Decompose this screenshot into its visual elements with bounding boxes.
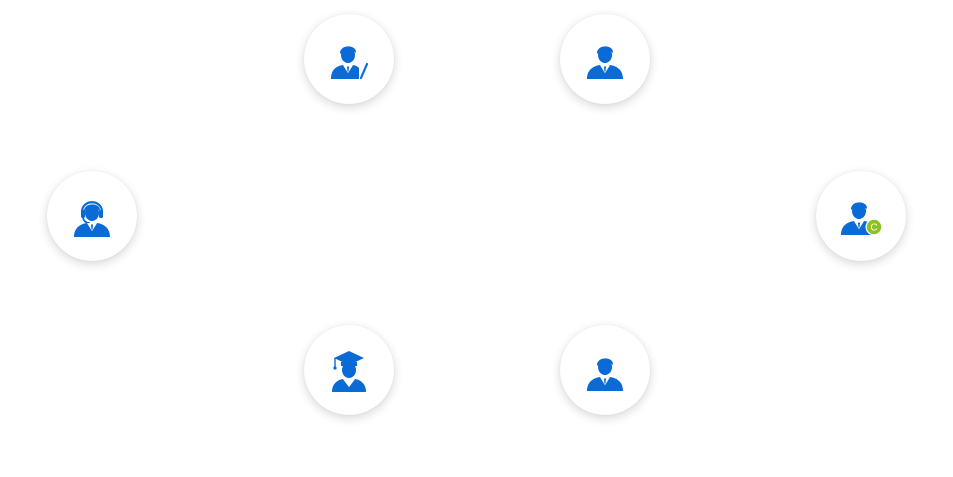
- teacher-node[interactable]: [304, 14, 394, 104]
- teacher-icon: [331, 46, 369, 80]
- certified-node[interactable]: C: [816, 171, 906, 261]
- customer-support-icon: [74, 201, 110, 237]
- graduate-icon: [332, 351, 366, 392]
- support-node[interactable]: [47, 171, 137, 261]
- employee-node[interactable]: [560, 325, 650, 415]
- employee-icon: [587, 358, 623, 391]
- certified-badge: C: [865, 218, 883, 236]
- certified-user-icon: C: [841, 202, 883, 236]
- svg-text:C: C: [870, 223, 877, 234]
- graduate-node[interactable]: [304, 325, 394, 415]
- staff-node[interactable]: [560, 14, 650, 104]
- staff-icon: [587, 46, 623, 79]
